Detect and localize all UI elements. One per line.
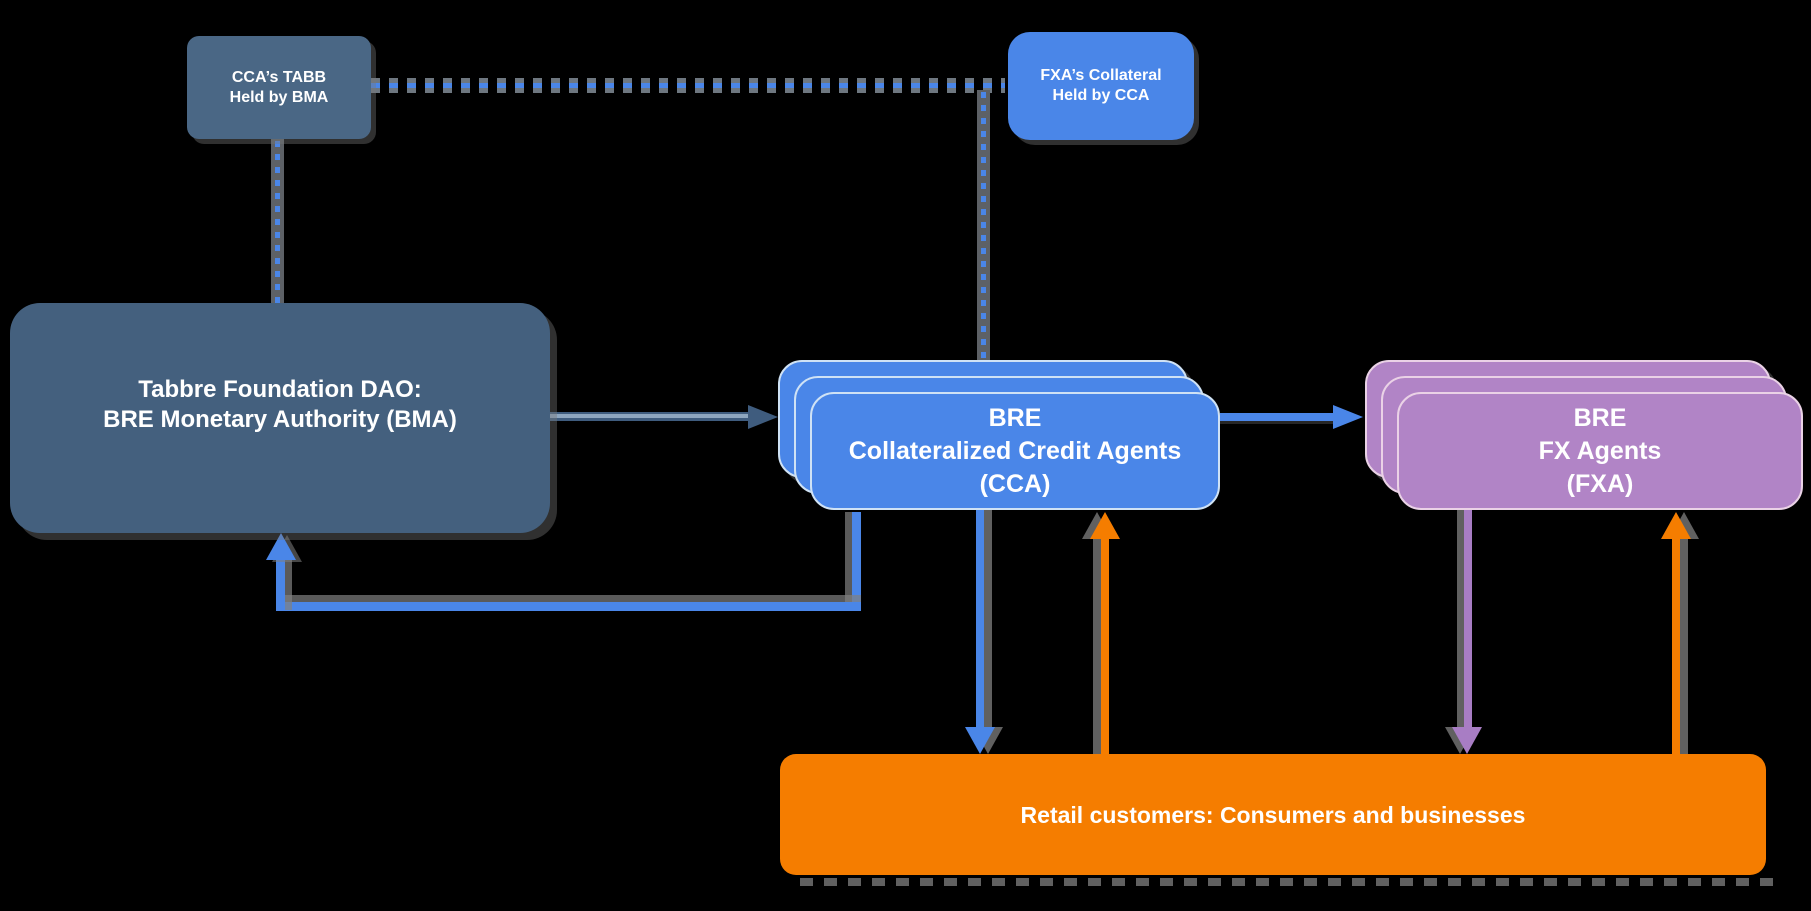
node-label: Retail customers: Consumers and business… (1020, 801, 1526, 828)
node-retail-customers: Retail customers: Consumers and business… (780, 754, 1766, 875)
edge-collateral-to-cca-line (977, 90, 990, 361)
retail-box-shadow (800, 878, 1775, 886)
node-label: BRE Monetary Authority (BMA) (103, 406, 457, 433)
edge-cca-to-fxa-line (1220, 413, 1334, 421)
arrowhead-retail-to-fxa-icon (1661, 512, 1691, 539)
node-bre-collateralized-credit-agents: BRE Collateralized Credit Agents (CCA) (810, 392, 1220, 510)
edge-cca-to-retail-line (976, 510, 984, 730)
node-label: Held by CCA (1052, 87, 1150, 104)
edge-cca-to-bma-loop-segment-bottom (276, 602, 861, 611)
node-label: Collateralized Credit Agents (848, 436, 1182, 465)
node-bre-fx-agents: BRE FX Agents (FXA) (1397, 392, 1803, 510)
edge-retail-to-fxa-line (1672, 539, 1680, 754)
edge-fxa-to-retail-line (1464, 510, 1472, 730)
edge-bma-to-cca-line (550, 412, 749, 421)
node-label: (FXA) (1566, 469, 1634, 498)
edge-tabb-to-collateral-dashed-line (371, 78, 1005, 93)
node-label: BRE (1573, 403, 1627, 432)
node-label: BRE (988, 403, 1042, 432)
edge-cca-to-bma-loop-segment-left (276, 560, 285, 610)
arrowhead-bma-to-cca-icon (748, 405, 778, 429)
node-label: CCA’s TABB (231, 68, 327, 86)
node-fxas-collateral-held-by-cca: FXA’s Collateral Held by CCA (1008, 32, 1194, 140)
node-bre-monetary-authority: Tabbre Foundation DAO: BRE Monetary Auth… (10, 303, 550, 533)
edge-retail-to-cca-line (1101, 539, 1109, 754)
arrowhead-cca-to-retail-icon (965, 727, 995, 754)
arrowhead-cca-to-bma-icon (266, 533, 296, 560)
node-label: Tabbre Foundation DAO: (138, 376, 422, 403)
node-ccas-tabb-held-by-bma: CCA’s TABB Held by BMA (187, 36, 371, 139)
edge-cca-to-bma-loop-segment-right (852, 512, 861, 611)
node-label: FXA’s Collateral (1040, 67, 1162, 84)
arrowhead-cca-to-fxa-icon (1333, 405, 1363, 429)
node-label: Held by BMA (229, 88, 329, 106)
arrowhead-fxa-to-retail-icon (1452, 727, 1482, 754)
arrowhead-retail-to-cca-icon (1090, 512, 1120, 539)
node-label: (CCA) (979, 469, 1051, 498)
edge-tabb-to-bma-line (271, 139, 284, 306)
node-label: FX Agents (1538, 436, 1662, 465)
